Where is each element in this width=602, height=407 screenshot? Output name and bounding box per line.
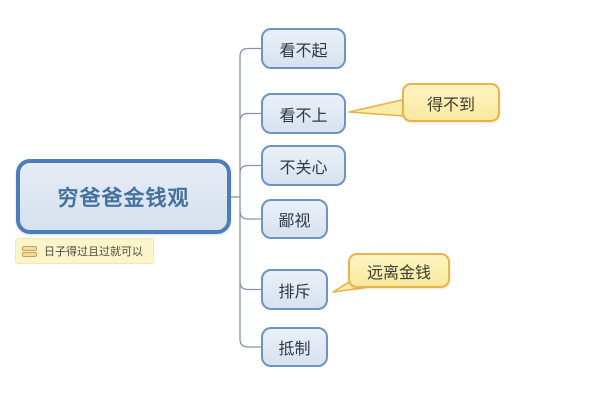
topic-kanbushang[interactable]: 看不上 — [261, 93, 346, 134]
root-topic[interactable]: 穷爸爸金钱观 — [16, 159, 231, 234]
topic-label: 看不起 — [279, 42, 328, 60]
callout-label: 远离金钱 — [366, 264, 431, 282]
callout-label: 得不到 — [426, 96, 475, 114]
callout-tail-debudao — [348, 98, 405, 117]
topic-label: 抵制 — [278, 341, 311, 358]
callout-yuanlijinqian[interactable]: 远离金钱 — [348, 253, 450, 288]
topic-paichi[interactable]: 排斥 — [261, 269, 328, 310]
topic-label: 鄙视 — [278, 213, 311, 230]
root-note-label: 日子得过且过就可以 — [44, 246, 143, 258]
callout-debudao[interactable]: 得不到 — [402, 83, 500, 122]
topic-kanbuqi[interactable]: 看不起 — [261, 28, 346, 69]
topic-label: 排斥 — [278, 283, 311, 301]
topic-label: 看不上 — [279, 107, 328, 125]
root-note[interactable]: 日子得过且过就可以 — [15, 238, 154, 264]
topic-bishi[interactable]: 鄙视 — [261, 199, 328, 239]
notes-icon — [22, 245, 37, 257]
topic-dizhi[interactable]: 抵制 — [261, 327, 328, 367]
root-topic-label: 穷爸爸金钱观 — [57, 186, 190, 210]
topic-buguanxin[interactable]: 不关心 — [261, 145, 346, 186]
topic-label: 不关心 — [279, 159, 328, 177]
